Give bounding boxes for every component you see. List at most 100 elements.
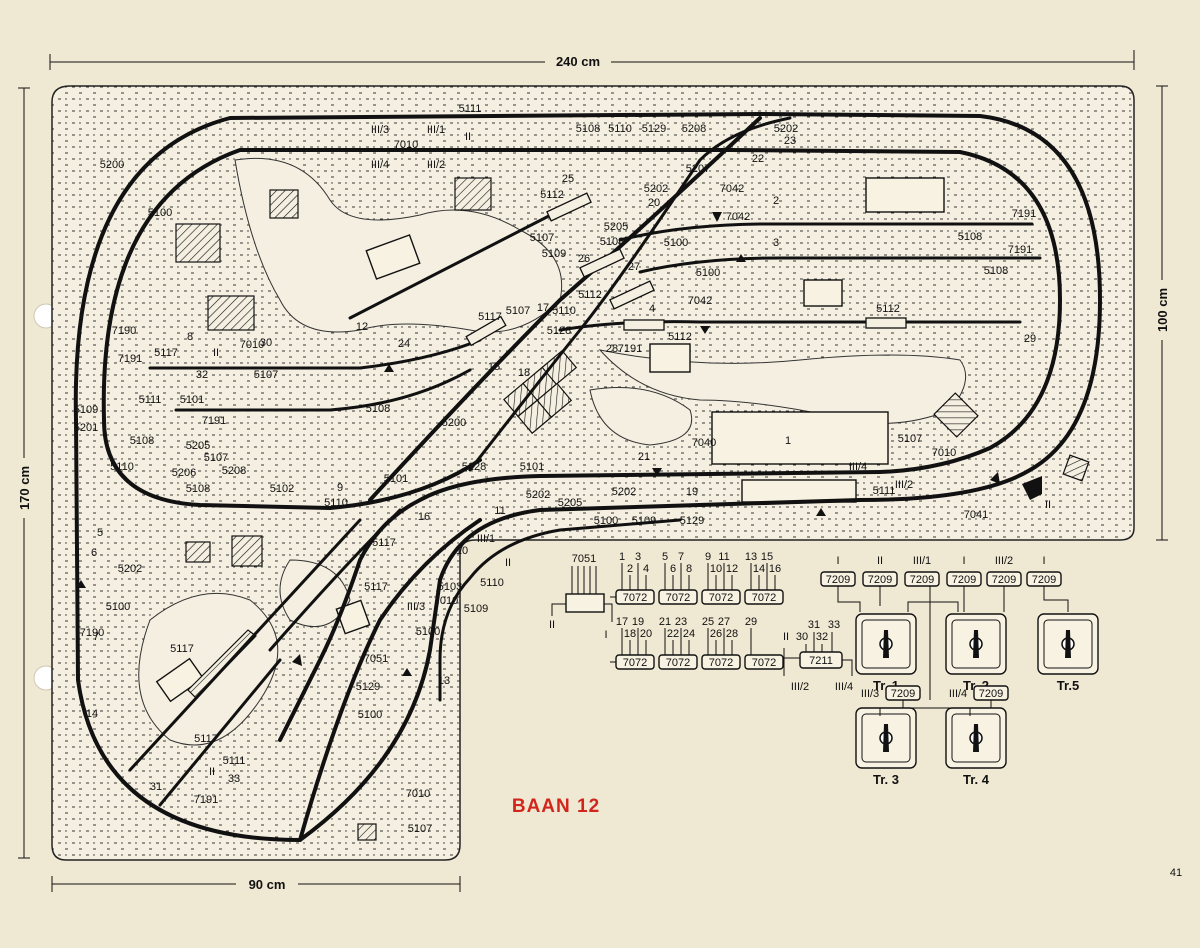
track-label: 5111: [223, 755, 246, 767]
switch-number: 15: [761, 551, 773, 563]
track-label: 7042: [688, 295, 712, 307]
track-label: 5108: [984, 265, 1008, 277]
track-label: 16: [418, 511, 430, 523]
track-label: 5129: [642, 123, 666, 135]
trafo-box-label: 7209: [910, 574, 934, 586]
switch-number: 4: [643, 563, 649, 575]
track-label: III/4: [371, 159, 389, 171]
transformer-label: Tr.5: [1057, 678, 1079, 693]
lower-box-2-label: 7209: [979, 688, 1003, 700]
track-label: 5208: [682, 123, 706, 135]
track-label: 17: [537, 302, 549, 314]
track-label: 27: [628, 261, 640, 273]
track-label: 5111: [873, 485, 896, 497]
track-label: 33: [228, 773, 240, 785]
track-label: 5112: [578, 289, 602, 301]
switch-number: 14: [753, 563, 765, 575]
dim-height: 170 cm: [17, 466, 32, 510]
track-label: II: [505, 557, 511, 569]
track-label: 1: [785, 435, 791, 447]
layout-title: BAAN 12: [512, 796, 600, 817]
track-label: 5202: [526, 489, 550, 501]
track-label: 5100: [0, 0, 12, 3]
track-label: 14: [86, 708, 98, 720]
track-label: 7040: [692, 437, 716, 449]
track-label: III/2: [427, 159, 445, 171]
track-label: 5107: [898, 433, 922, 445]
track-label: 30: [260, 337, 272, 349]
switch-number: 24: [683, 628, 695, 640]
buildings: [155, 177, 1090, 841]
trafo-box-label: 7209: [992, 574, 1016, 586]
switch-box-label: 7072: [623, 657, 647, 669]
trafo-top-label: III/2: [995, 555, 1013, 567]
panel-7051-i: I: [604, 629, 607, 641]
track-label: II: [465, 131, 471, 143]
switch-number: 27: [718, 616, 730, 628]
track-label: 5202: [612, 486, 636, 498]
track-label: 5108: [576, 123, 600, 135]
trafo-box-label: 7209: [952, 574, 976, 586]
switch-number: 20: [640, 628, 652, 640]
track-label: 5205: [558, 497, 582, 509]
switch-number: 5: [662, 551, 668, 563]
transformer-label: Tr. 3: [873, 772, 899, 787]
track-label: 23: [784, 135, 796, 147]
track-label: 5128: [547, 325, 571, 337]
track-label: 7042: [720, 183, 744, 195]
track-label: 5100: [594, 515, 618, 527]
track-label: III/3: [371, 124, 389, 136]
trafo-box: [904, 571, 940, 587]
track-label: 5110: [324, 497, 348, 509]
track-label: 9: [337, 482, 343, 494]
track-label: 7190: [112, 325, 136, 337]
track-label: 7191: [202, 415, 226, 427]
track-label: 20: [648, 197, 660, 209]
track-label: 5100: [358, 709, 382, 721]
track-label: 12: [356, 321, 368, 333]
track-label: III/1: [477, 533, 495, 545]
switch-number: 3: [635, 551, 641, 563]
lower-label-1: III/3: [861, 688, 879, 700]
switch-number: 12: [726, 563, 738, 575]
track-label: 5108: [130, 435, 154, 447]
track-label: 5102: [270, 483, 294, 495]
track-label: 18: [518, 367, 530, 379]
switch-box-label: 7072: [752, 657, 776, 669]
track-label: 7190: [80, 627, 104, 639]
track-label: II: [209, 766, 215, 778]
track-label: 22: [752, 153, 764, 165]
track-label: 11: [494, 505, 505, 517]
switch-box-label: 7072: [709, 592, 733, 604]
track-label: 5101: [384, 473, 408, 485]
switch-number: 18: [624, 628, 636, 640]
relay-label: 7211: [809, 655, 833, 667]
switch-number: 17: [616, 616, 628, 628]
track-label: 7191: [194, 794, 218, 806]
switch-number: 13: [745, 551, 757, 563]
switch-number: 2: [627, 563, 633, 575]
track-label: 7010: [394, 139, 418, 151]
switch-box: [658, 589, 698, 605]
track-label: 5208: [222, 465, 246, 477]
relay-out-1: III/2: [791, 681, 809, 693]
track-label: 7010: [240, 339, 264, 351]
track-label: 5100: [148, 207, 172, 219]
switch-number: 8: [686, 563, 692, 575]
switch-box: [701, 589, 741, 605]
track-label: 5117: [154, 347, 178, 359]
track-label: 26: [578, 253, 590, 265]
switch-number: 16: [769, 563, 781, 575]
track-label: 7010: [406, 788, 430, 800]
track-label: 21: [638, 451, 650, 463]
track-label: 5103: [438, 581, 462, 593]
switch-box: [744, 654, 784, 670]
track-label: 7191: [118, 353, 142, 365]
switch-box-label: 7072: [666, 592, 690, 604]
track-label: 7051: [364, 653, 388, 665]
track-layout: [73, 112, 1102, 842]
